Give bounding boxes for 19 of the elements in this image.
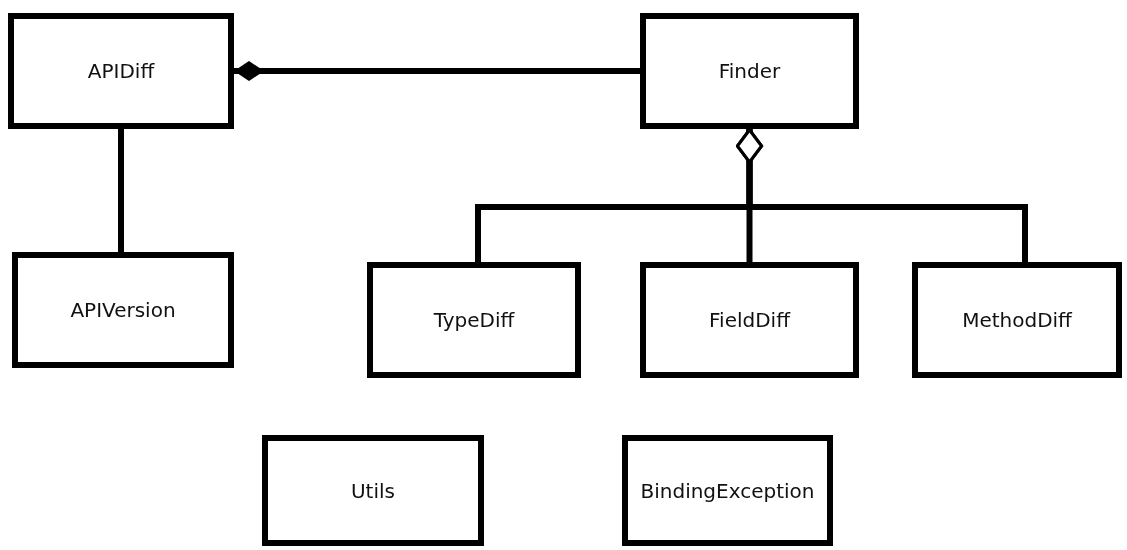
class-box — [8, 13, 234, 129]
class-name: APIVersion — [70, 298, 176, 322]
class-name: APIDiff — [87, 59, 155, 83]
class-box — [912, 262, 1122, 378]
class-box — [640, 13, 859, 129]
association-line — [118, 129, 124, 252]
class-box — [367, 262, 581, 378]
class-name: BindingException — [640, 478, 815, 503]
aggregation-connector — [736, 128, 1028, 262]
class-name: TypeDiff — [433, 308, 515, 332]
class-name: MethodDiff — [962, 308, 1072, 332]
class-box — [262, 435, 484, 546]
class-name: Utils — [351, 478, 395, 503]
class-box — [12, 252, 234, 368]
class-name: Finder — [718, 59, 781, 83]
class-box — [640, 262, 859, 378]
composition-connector — [234, 61, 640, 81]
class-name: FieldDiff — [709, 308, 790, 332]
class-box — [622, 435, 833, 546]
